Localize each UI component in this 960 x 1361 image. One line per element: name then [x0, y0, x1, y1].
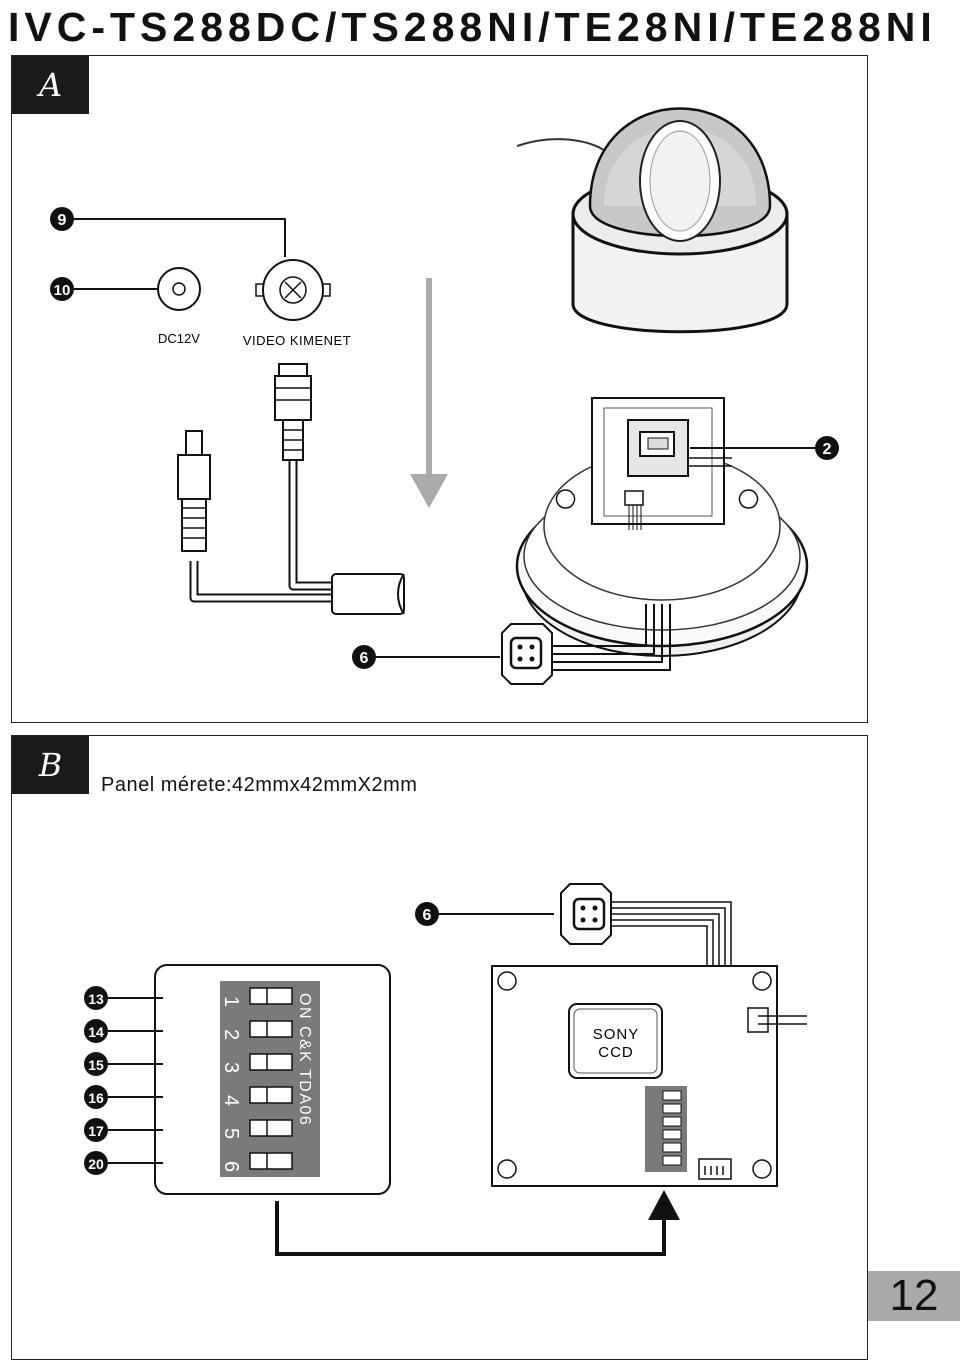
dip-switch-enlarged: 1 2 3 4 5 6 ON C&K TDA06: [154, 964, 391, 1195]
callout-6-label: 6: [360, 650, 369, 667]
callout-9: 9: [50, 207, 286, 257]
callout-10-label: 10: [54, 282, 71, 299]
panel-b-board: B Panel mérete:42mmx42mmX2mm 6: [11, 735, 868, 1360]
panel-b-tag: B: [12, 736, 89, 794]
callout-6-panel-b: 6: [415, 902, 554, 926]
installation-diagram: 9 10 DC12V VIDEO KIMENET: [50, 107, 839, 685]
panel-size-note: Panel mérete:42mmx42mmX2mm: [101, 774, 418, 796]
callout-16: 16: [84, 1085, 163, 1109]
four-pin-connector-icon: [501, 623, 553, 685]
callout-15: 15: [84, 1052, 163, 1076]
dip-number-2: 2: [220, 1029, 242, 1040]
callout-17-label: 17: [88, 1123, 104, 1139]
callout-2: 2: [690, 436, 839, 460]
callout-13-label: 13: [88, 991, 104, 1007]
board-diagram: 6 1 2 3 4 5 6 ON C&K: [84, 883, 807, 1256]
dip-number-1: 1: [220, 996, 242, 1007]
callout-10: 10: [50, 277, 158, 301]
callout-16-label: 16: [88, 1090, 104, 1106]
callout-9-label: 9: [58, 212, 67, 229]
dip-number-6: 6: [220, 1161, 242, 1172]
dome-camera-illustration: [516, 107, 789, 334]
callout-17: 17: [84, 1118, 163, 1142]
callout-6-panel-a: 6: [352, 645, 500, 669]
bnc-socket-icon: [255, 259, 331, 321]
panel-a-tag: A: [12, 56, 89, 114]
dome-base-illustration: [515, 397, 809, 671]
page-number: 12: [868, 1271, 960, 1321]
dip-callouts: 13 14 15 16 17 20: [84, 986, 163, 1175]
dip-number-4: 4: [220, 1095, 242, 1106]
circuit-board: SONY CCD: [491, 965, 807, 1187]
callout-2-label: 2: [823, 441, 832, 458]
dip-switch-text: ON C&K TDA06: [296, 993, 313, 1126]
four-pin-connector-icon-b: [560, 883, 732, 966]
magnify-arrow: [275, 1190, 680, 1256]
callout-14-label: 14: [88, 1024, 104, 1040]
dc12v-label: DC12V: [158, 331, 200, 346]
panel-a-installation: A 9 10: [11, 55, 868, 723]
sensor-label-sony: SONY: [593, 1026, 640, 1043]
callout-20: 20: [84, 1151, 163, 1175]
callout-14: 14: [84, 1019, 163, 1043]
page-title: IVC-TS288DC/TS288NI/TE28NI/TE288NI: [8, 4, 937, 50]
sensor-label-ccd: CCD: [598, 1044, 634, 1061]
dc-socket-icon: [157, 267, 201, 311]
callout-13: 13: [84, 986, 163, 1010]
callout-6-b-label: 6: [423, 907, 432, 924]
video-output-label: VIDEO KIMENET: [243, 333, 351, 348]
dip-number-5: 5: [220, 1128, 242, 1139]
dip-number-3: 3: [220, 1062, 242, 1073]
callout-15-label: 15: [88, 1057, 104, 1073]
assembly-arrow: [410, 278, 448, 508]
cable-pigtail-illustration: [177, 363, 405, 615]
callout-20-label: 20: [88, 1156, 104, 1172]
